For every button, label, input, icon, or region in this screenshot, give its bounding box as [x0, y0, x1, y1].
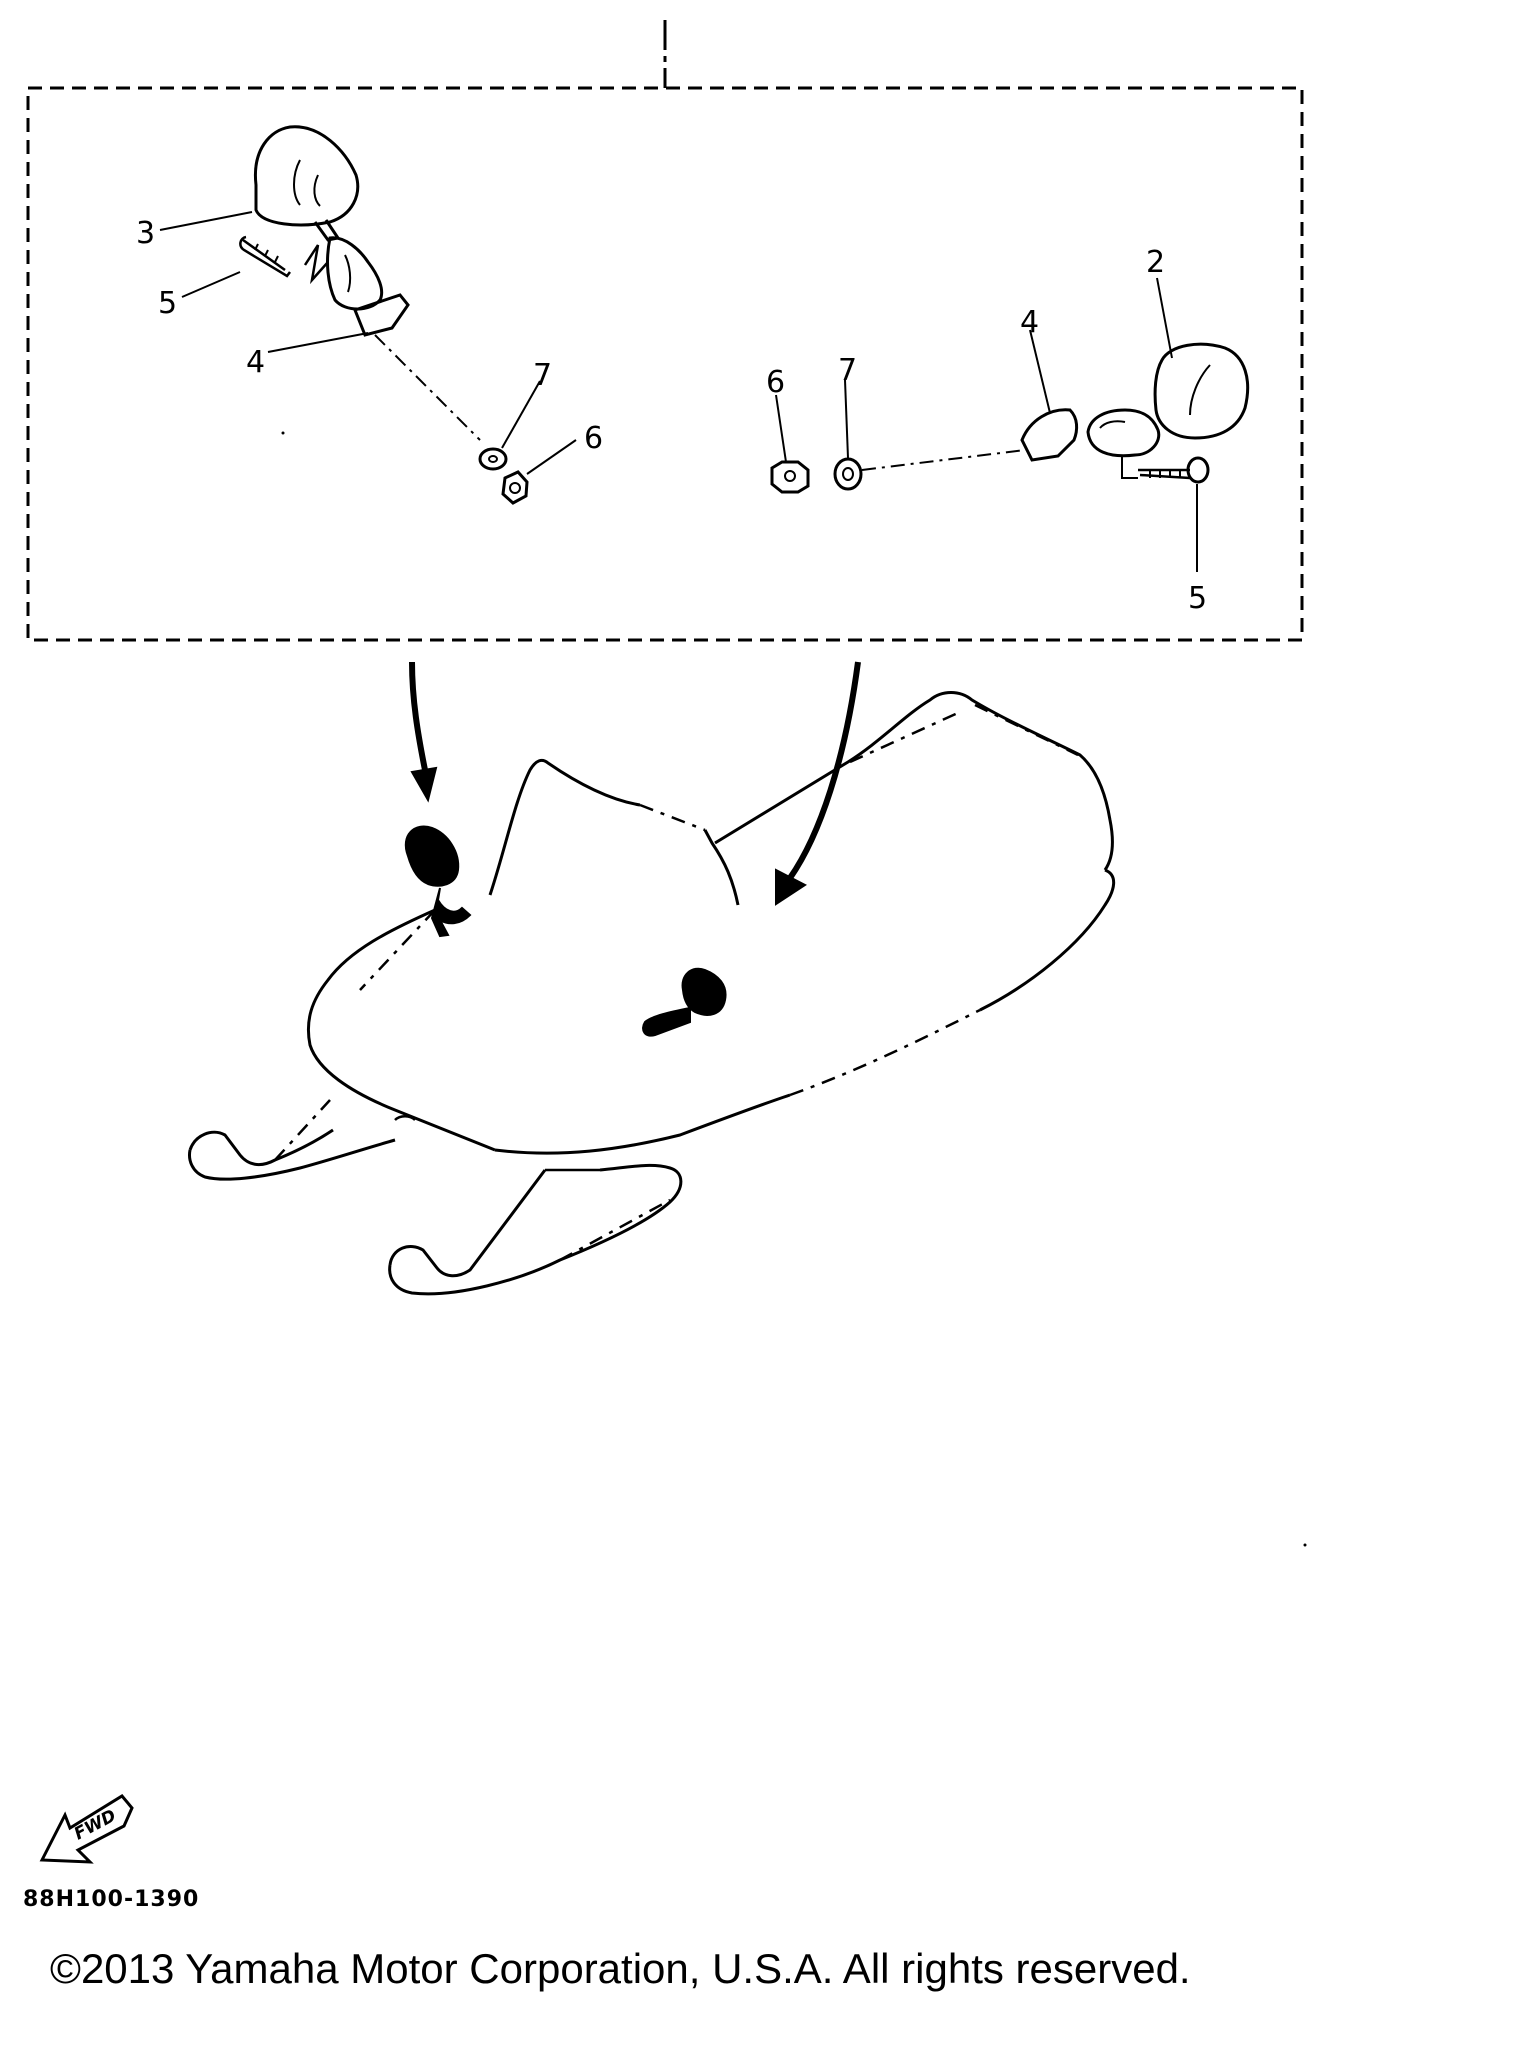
- callout-left-screw: 5: [158, 286, 177, 321]
- copyright-notice: ©2013 Yamaha Motor Corporation, U.S.A. A…: [50, 1945, 1191, 1992]
- scan-speck: [1303, 1543, 1307, 1547]
- callout-right-mirror: 2: [1146, 245, 1165, 280]
- left-location-arrow: [409, 661, 428, 771]
- callout-left-base: 4: [246, 345, 265, 380]
- snowmobile-windshield: [488, 758, 641, 896]
- left-mirror-assembly: [239, 125, 529, 505]
- left-mirror-joint: [326, 236, 384, 311]
- callout-left-washer: 7: [533, 358, 552, 393]
- right-location-arrow: [787, 661, 861, 880]
- callout-right-washer: 7: [838, 353, 857, 388]
- mounted-mirrors: [404, 825, 727, 1037]
- left-ski: [188, 1128, 334, 1167]
- snowmobile-seat: [714, 691, 1114, 871]
- right-mirror-base: [1020, 408, 1079, 462]
- left-screw: [239, 235, 291, 278]
- left-mirror-base: [353, 293, 410, 337]
- snowmobile-hood: [306, 908, 496, 1152]
- left-leader-lines: [159, 211, 577, 475]
- left-mirror-head: [253, 125, 360, 227]
- right-nut: [770, 460, 810, 494]
- snowmobile-outline: [188, 691, 1116, 1296]
- location-arrows: [409, 661, 861, 906]
- mounted-left-mirror: [404, 825, 460, 887]
- snowmobile-body: [494, 1093, 791, 1155]
- right-washer: [833, 457, 863, 491]
- right-mirror-joint: [1086, 408, 1161, 458]
- right-mirror-head: [1153, 342, 1250, 440]
- callout-left-nut: 6: [584, 421, 603, 456]
- callout-right-screw: 5: [1188, 581, 1207, 616]
- right-screw: [1138, 468, 1191, 480]
- right-mirror-assembly: [770, 342, 1250, 494]
- part-code: 88H100-1390: [23, 1887, 200, 1912]
- fwd-arrow-icon: FWD: [39, 1794, 134, 1864]
- assembly-group-box: [26, 86, 1304, 642]
- callout-right-base: 4: [1020, 305, 1039, 340]
- left-washer: [478, 447, 508, 471]
- scan-speck: [281, 431, 285, 435]
- right-ski: [388, 1169, 547, 1278]
- callout-left-mirror: 3: [136, 216, 155, 251]
- right-leader-lines: [775, 277, 1198, 572]
- callout-numbers: 3 5 4 7 6 2 4 6 7 5: [136, 216, 1207, 616]
- left-nut: [501, 470, 529, 505]
- callout-right-nut: 6: [766, 365, 785, 400]
